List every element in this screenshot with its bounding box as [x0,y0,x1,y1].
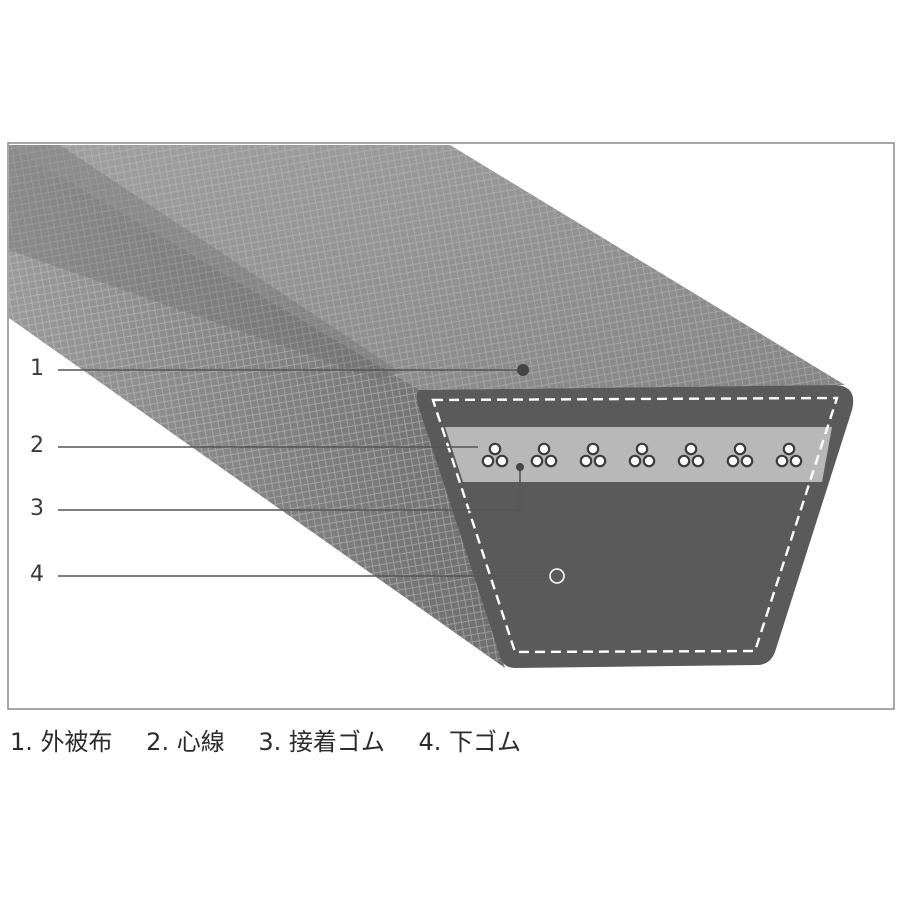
cord-strand [642,454,656,468]
legend-caption: 1. 外被布 2. 心線 3. 接着ゴム 4. 下ゴム [10,722,547,757]
cord-strand [537,442,551,456]
cord-group [481,442,803,468]
cord-strand [544,454,558,468]
callout-dot-1 [517,364,529,376]
cord-strand [789,454,803,468]
cord-strand [593,454,607,468]
cord-strand [726,454,740,468]
cord-strand [579,454,593,468]
caption-item-cord: 2. 心線 [146,728,225,756]
callout-label-4: 4 [30,562,44,587]
cover-fabric-outline [431,396,839,654]
caption-item-bottom-rubber: 4. 下ゴム [418,728,522,756]
callout-line-3 [58,468,521,511]
cord-strand [684,442,698,456]
cord-strand [775,454,789,468]
callout-label-2: 2 [30,433,44,458]
belt-side-mesh [9,145,505,668]
cord-strand [677,454,691,468]
belt-top-mesh [9,145,845,390]
cord-strand [782,442,796,456]
cord-strand [740,454,754,468]
callout-dot-3 [516,463,524,471]
cord-strand [635,442,649,456]
cord-strand [495,454,509,468]
cord-layer-band [445,427,832,482]
callout-dot-4 [549,568,565,584]
cord-strand [733,442,747,456]
callout-label-1: 1 [30,356,44,381]
cord-strand [628,454,642,468]
cord-strand [530,454,544,468]
caption-item-adhesion-rubber: 3. 接着ゴム [258,728,385,756]
cord-strand [586,442,600,456]
caption-item-cover-fabric: 1. 外被布 [10,728,113,756]
cord-strand [481,454,495,468]
cord-strand [691,454,705,468]
belt-shadow-strip [9,145,400,380]
callout-label-3: 3 [30,496,44,521]
cord-strand [488,442,502,456]
